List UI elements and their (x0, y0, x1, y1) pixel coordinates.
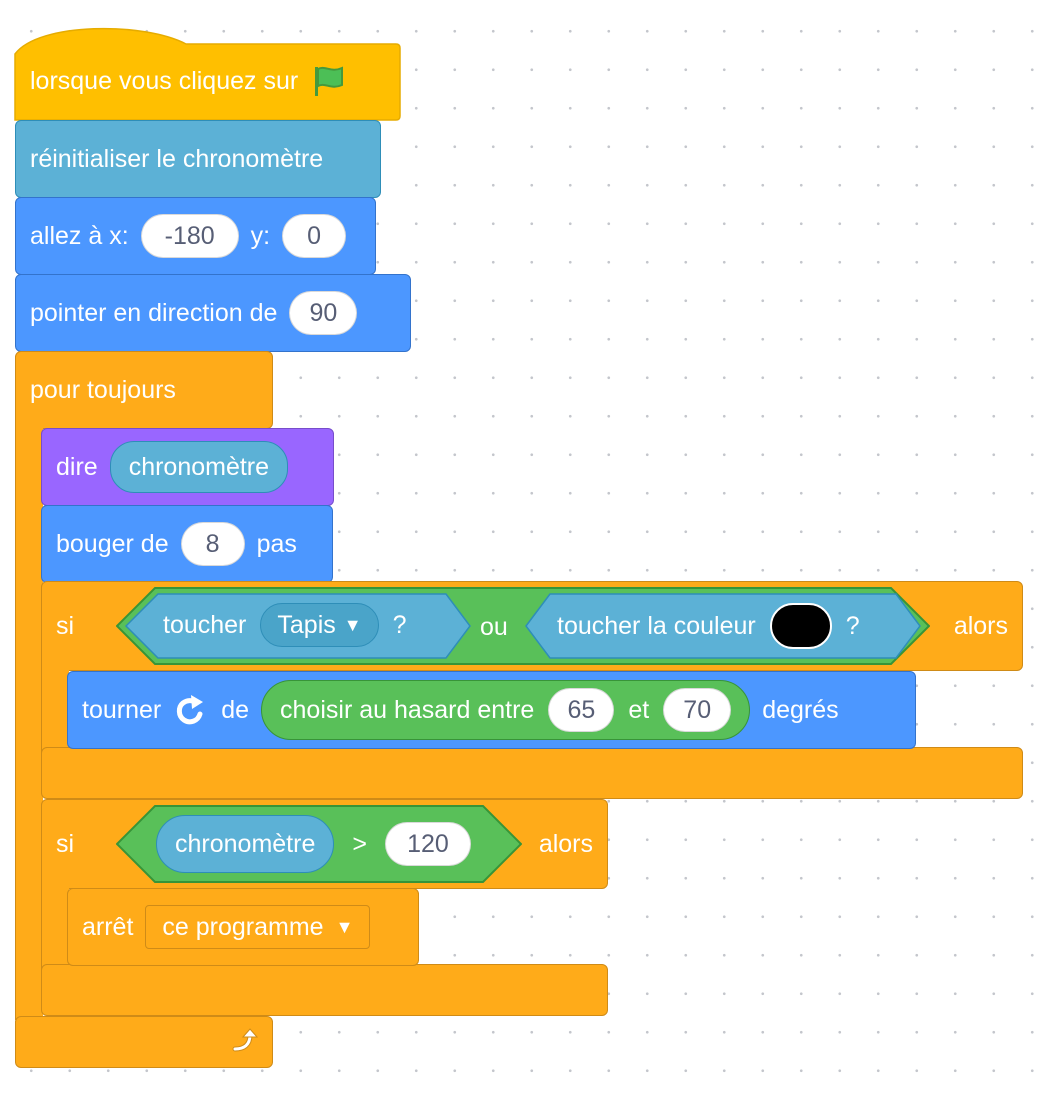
hat-block-shape (14, 27, 401, 121)
touching-sprite-block[interactable]: toucher Tapis ▼ ? (163, 603, 407, 647)
green-flag-icon[interactable] (312, 64, 346, 98)
random-from-input[interactable]: 65 (548, 688, 615, 732)
forever-arm (15, 420, 43, 1020)
touching-color-question: ? (845, 611, 860, 640)
timer-reporter-2[interactable]: chronomètre (156, 815, 335, 873)
turn-suffix: degrés (762, 695, 839, 724)
turn-de-label: de (221, 695, 250, 724)
dropdown-arrow-icon: ▼ (335, 916, 354, 937)
stop-option-dropdown[interactable]: ce programme ▼ (145, 905, 371, 949)
stop-block[interactable]: arrêt ce programme ▼ (67, 888, 419, 966)
forever-header[interactable]: pour toujours (15, 351, 273, 429)
greater-than-operator[interactable]: chronomètre > 120 (156, 815, 471, 873)
sprite-dropdown[interactable]: Tapis ▼ (260, 603, 379, 647)
if1-then: alors (953, 611, 1008, 640)
when-flag-clicked-block[interactable]: lorsque vous cliquez sur (14, 14, 401, 121)
forever-label: pour toujours (30, 375, 176, 404)
if1-label: si (56, 611, 75, 640)
color-picker[interactable] (769, 603, 832, 649)
move-suffix: pas (256, 529, 297, 558)
touching-color-label: toucher la couleur (557, 611, 756, 640)
y-input[interactable]: 0 (282, 214, 347, 258)
point-label: pointer en direction de (30, 298, 278, 327)
random-operator-block[interactable]: choisir au hasard entre 65 et 70 (261, 680, 751, 740)
move-steps-block[interactable]: bouger de 8 pas (41, 505, 333, 583)
move-label: bouger de (56, 529, 169, 558)
reset-timer-label: réinitialiser le chronomètre (30, 144, 324, 173)
direction-input[interactable]: 90 (289, 291, 358, 335)
stop-option-value: ce programme (162, 912, 324, 941)
random-to-input[interactable]: 70 (663, 688, 732, 732)
reset-timer-block[interactable]: réinitialiser le chronomètre (15, 120, 381, 198)
turn-label: tourner (82, 695, 162, 724)
if2-label: si (56, 829, 75, 858)
steps-input[interactable]: 8 (180, 522, 245, 566)
touching-label: toucher (163, 610, 247, 639)
touching-color-block[interactable]: toucher la couleur ? (557, 603, 860, 649)
y-label: y: (250, 221, 271, 250)
greater-than-label: > (352, 829, 367, 858)
goto-xy-block[interactable]: allez à x: -180 y: 0 (15, 197, 376, 275)
if2-then: alors (538, 829, 593, 858)
or-label: ou (480, 613, 508, 641)
random-and-label: et (628, 695, 650, 724)
say-label: dire (56, 452, 98, 481)
if1-arm (41, 660, 69, 760)
if1-footer (41, 747, 1023, 799)
say-block[interactable]: dire chronomètre (41, 428, 334, 506)
stop-label: arrêt (82, 912, 134, 941)
goto-label: allez à x: (30, 221, 129, 250)
touching-question: ? (392, 610, 407, 639)
if2-arm (41, 880, 69, 980)
hat-label: lorsque vous cliquez sur (30, 66, 299, 95)
x-input[interactable]: -180 (140, 214, 239, 258)
sprite-dropdown-value: Tapis (277, 610, 336, 639)
random-label: choisir au hasard entre (280, 695, 535, 724)
forever-footer (15, 1016, 273, 1068)
rotate-right-icon (177, 695, 204, 725)
turn-right-block[interactable]: tourner de choisir au hasard entre 65 et… (67, 671, 916, 749)
compare-value-input[interactable]: 120 (384, 822, 471, 866)
timer-reporter[interactable]: chronomètre (109, 441, 289, 493)
if2-footer (41, 964, 608, 1016)
loop-arrow-icon (232, 1028, 259, 1052)
dropdown-arrow-icon: ▼ (343, 614, 362, 635)
point-direction-block[interactable]: pointer en direction de 90 (15, 274, 411, 352)
